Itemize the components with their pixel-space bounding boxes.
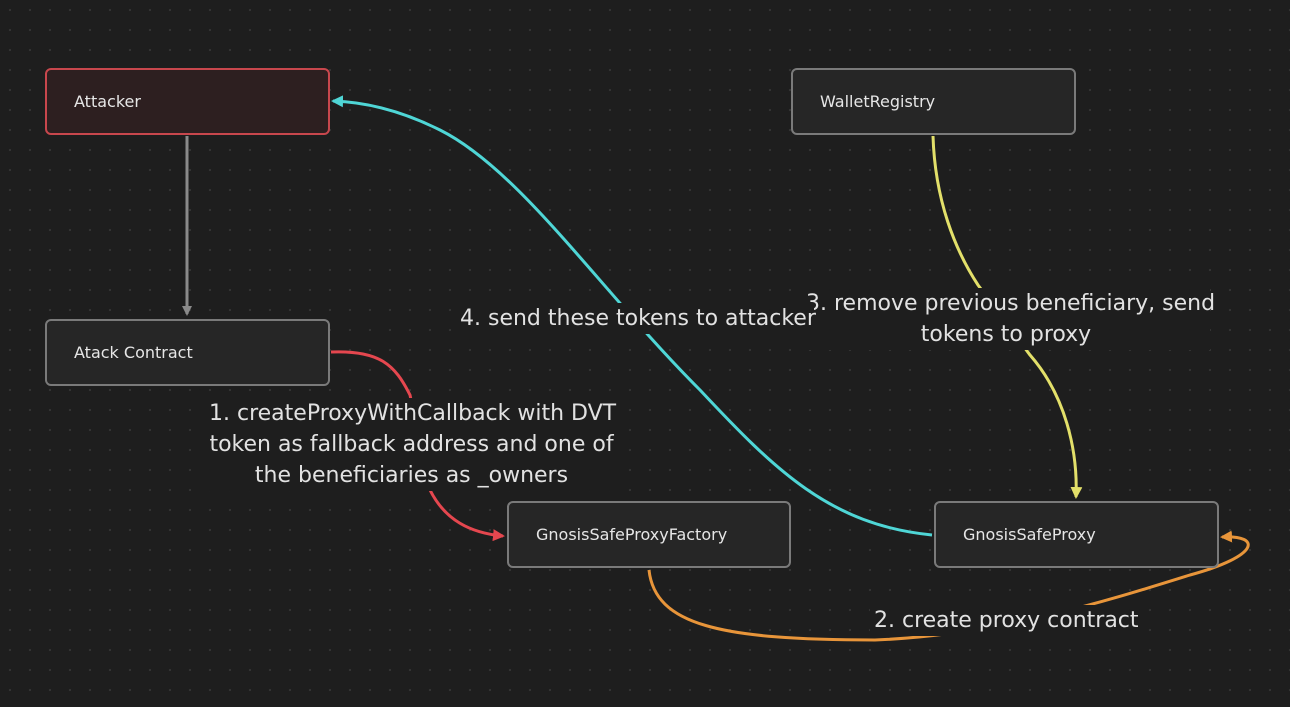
- node-wallet-registry[interactable]: WalletRegistry: [791, 68, 1076, 135]
- edge-label-step4: 4. send these tokens to attacker: [456, 303, 816, 334]
- edge-label-step1-line1: 1. createProxyWithCallback with DVT: [209, 401, 617, 426]
- node-attacker[interactable]: Attacker: [45, 68, 330, 135]
- node-proxy-factory-label: GnosisSafeProxyFactory: [536, 525, 728, 544]
- edge-label-step3-line1: 3. remove previous beneficiary, send: [806, 291, 1216, 316]
- edge-label-step1: 1. createProxyWithCallback with DVT toke…: [205, 398, 618, 491]
- edge-label-step2: 2. create proxy contract: [870, 605, 1140, 636]
- edge-label-step1-line2: token as fallback address and one of: [209, 432, 614, 457]
- edge-label-step3: 3. remove previous beneficiary, send tok…: [802, 288, 1216, 350]
- node-attack-contract-label: Atack Contract: [74, 343, 193, 362]
- edge-label-step2-text: 2. create proxy contract: [874, 608, 1139, 633]
- node-attack-contract[interactable]: Atack Contract: [45, 319, 330, 386]
- edge-label-step1-line3: the beneficiaries as _owners: [254, 463, 569, 488]
- edge-label-step3-line2: tokens to proxy: [920, 322, 1092, 347]
- node-attacker-label: Attacker: [74, 92, 141, 111]
- node-safe-proxy-label: GnosisSafeProxy: [963, 525, 1096, 544]
- edge-step1-red: [330, 350, 505, 542]
- node-proxy-factory[interactable]: GnosisSafeProxyFactory: [507, 501, 791, 568]
- edge-step4-cyan: [331, 95, 933, 537]
- node-wallet-registry-label: WalletRegistry: [820, 92, 936, 111]
- node-safe-proxy[interactable]: GnosisSafeProxy: [934, 501, 1219, 568]
- edge-label-step4-text: 4. send these tokens to attacker: [460, 306, 816, 331]
